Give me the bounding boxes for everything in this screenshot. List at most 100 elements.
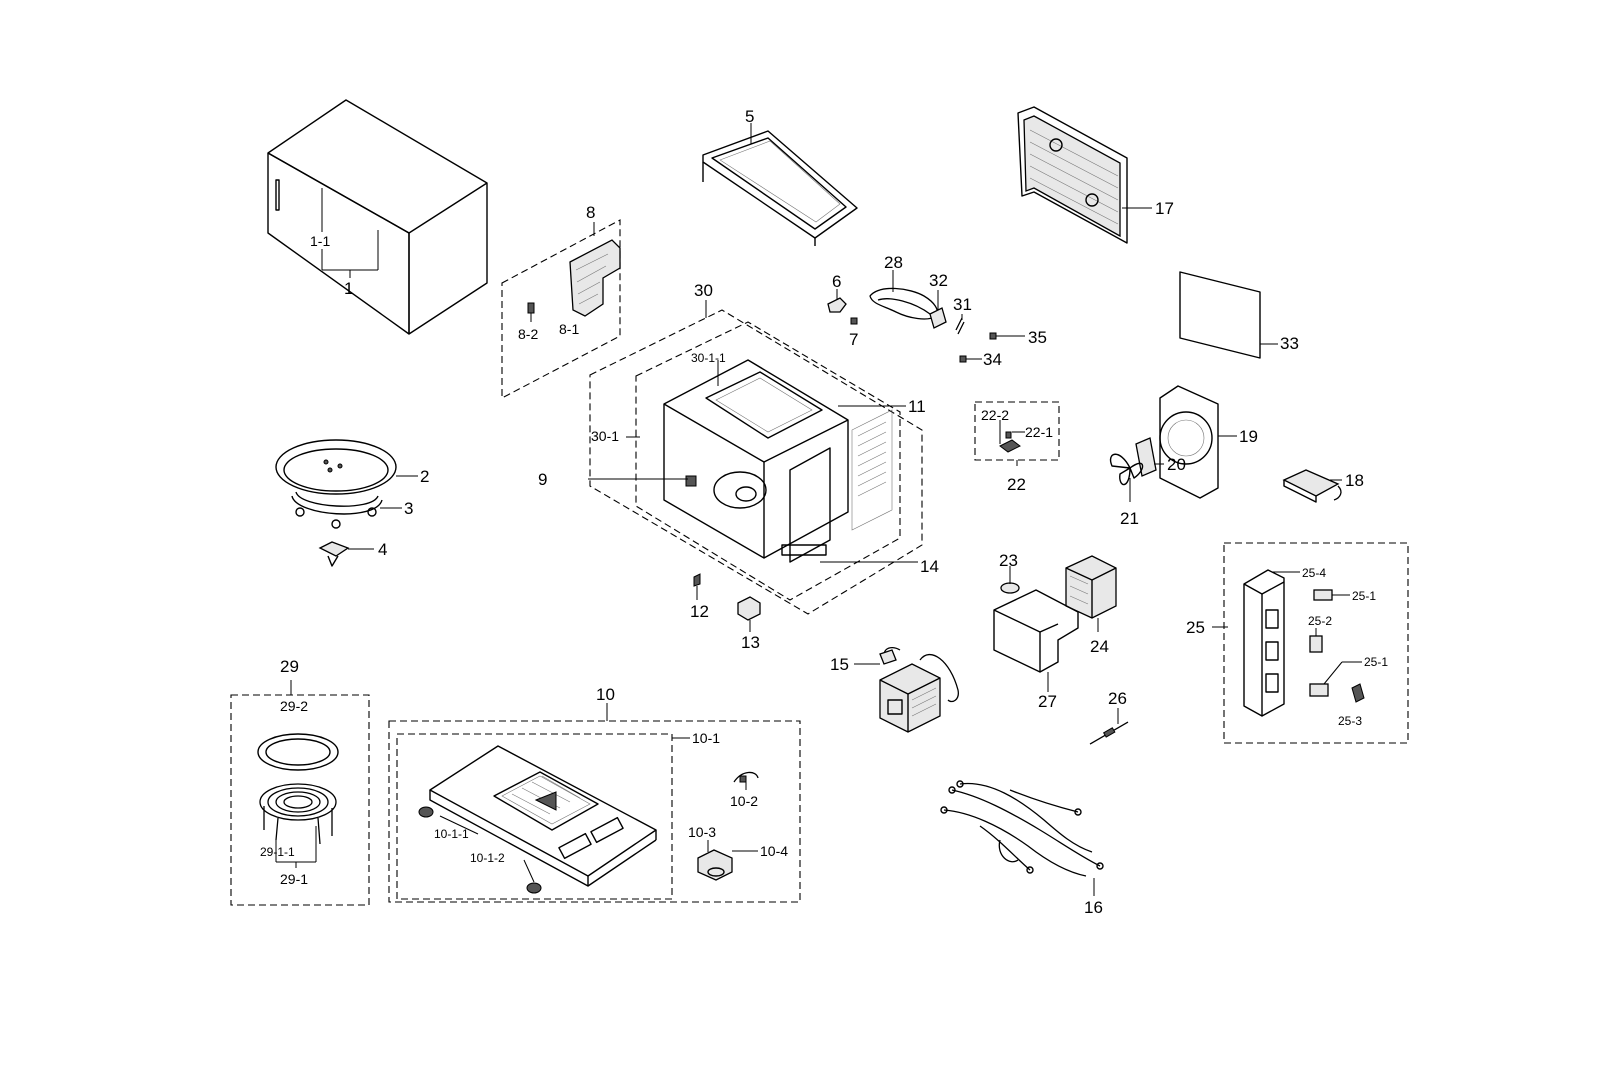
part-7-screw [850,317,858,325]
callout-10-1-1: 10-1-1 [434,827,469,841]
callout-29-1: 29-1 [280,871,308,887]
callout-15: 15 [830,655,849,674]
callout-14: 14 [920,557,939,576]
group-box-25 [1212,542,1409,744]
part-15-transformer [854,646,959,733]
callout-13: 13 [741,633,760,652]
callout-25-3: 25-3 [1338,714,1362,728]
callout-6: 6 [832,272,841,291]
part-25-2-switch [1309,628,1323,653]
part-19-fan-housing [1159,385,1237,499]
part-22-thermostat [999,420,1025,466]
callout-25-1b: 25-1 [1364,655,1388,669]
part-30-cavity [588,359,918,563]
part-29-1-heater-coil [259,783,337,868]
part-23-thermal-cutout [1000,566,1020,594]
callout-10-1: 10-1 [692,730,720,746]
part-27-air-duct [993,589,1079,692]
part-4-coupler [318,541,374,567]
part-34-screw [959,355,982,363]
callout-8: 8 [586,203,595,222]
callout-30-1-1: 30-1-1 [691,351,726,365]
callout-18: 18 [1345,471,1364,490]
callout-12: 12 [690,602,709,621]
part-20-fan-motor [1135,437,1164,477]
callout-3: 3 [404,499,413,518]
callout-22-2: 22-2 [981,407,1009,423]
callout-16: 16 [1084,898,1103,917]
callout-4: 4 [378,540,387,559]
callout-30: 30 [694,281,713,300]
part-10-4-fuse-holder [697,840,758,881]
part-5-top-cover [702,123,858,246]
callout-1: 1 [344,279,353,298]
part-26-fuse [1089,708,1129,745]
callout-9: 9 [538,470,547,489]
part-10-1-base-plate [418,745,657,894]
callout-25-4: 25-4 [1302,566,1326,580]
part-25-4-latch-frame [1243,569,1300,717]
group-box-30 [589,300,923,615]
group-box-29 [230,680,370,906]
part-21-fan-blade [1109,453,1144,502]
part-32-bracket [929,290,947,329]
part-18-noise-filter [1282,469,1342,503]
callout-25-1a: 25-1 [1352,589,1376,603]
callout-2: 2 [420,467,429,486]
group-box-8 [501,219,621,399]
callout-22-1: 22-1 [1025,424,1053,440]
leader-1 [321,188,379,278]
callout-30-1: 30-1 [591,428,619,444]
callout-21: 21 [1120,509,1139,528]
callout-22: 22 [1007,475,1026,494]
part-33-cover-sheet [1179,271,1278,359]
callout-20: 20 [1167,455,1186,474]
callout-29: 29 [280,657,299,676]
callout-25-2: 25-2 [1308,614,1332,628]
part-8-1-duct [569,239,621,317]
part-31-spring [955,314,965,335]
part-13-motor [737,596,761,632]
callout-10: 10 [596,685,615,704]
callout-10-3: 10-3 [688,824,716,840]
part-3-roller-ring [291,491,402,529]
part-6-holder [827,289,847,313]
callout-26: 26 [1108,689,1127,708]
callout-10-4: 10-4 [760,843,788,859]
callout-19: 19 [1239,427,1258,446]
part-25-1-switch-top [1313,589,1350,601]
callout-8-1: 8-1 [559,321,579,337]
callout-8-2: 8-2 [518,326,538,342]
part-12-clip [693,573,701,600]
part-35-screw [989,332,1025,340]
callout-24: 24 [1090,637,1109,656]
part-10-2-cord-clip [733,771,759,790]
part-8-2-clip [527,302,535,322]
callout-33: 33 [1280,334,1299,353]
part-17-back-panel [1017,106,1152,244]
part-25-1-switch-bottom [1309,661,1362,697]
callout-32: 32 [929,271,948,290]
callout-10-1-2: 10-1-2 [470,851,505,865]
part-2-glass-tray [275,439,418,495]
part-outer-cabinet [267,99,488,335]
callout-34: 34 [983,350,1002,369]
callout-10-2: 10-2 [730,793,758,809]
callout-29-1-1: 29-1-1 [260,845,295,859]
part-29-2-ring [257,733,339,771]
callout-5: 5 [745,107,754,126]
group-box-30-1 [626,321,901,601]
part-28-heater [869,270,938,320]
callout-1-1: 1-1 [310,233,330,249]
callout-25: 25 [1186,618,1205,637]
callout-31: 31 [953,295,972,314]
callout-35: 35 [1028,328,1047,347]
callout-23: 23 [999,551,1018,570]
callout-29-2: 29-2 [280,698,308,714]
callout-28: 28 [884,253,903,272]
callout-7: 7 [849,330,858,349]
part-24-magnetron [1065,555,1117,632]
callout-11: 11 [908,397,926,416]
part-16-wire-harness [940,780,1104,896]
